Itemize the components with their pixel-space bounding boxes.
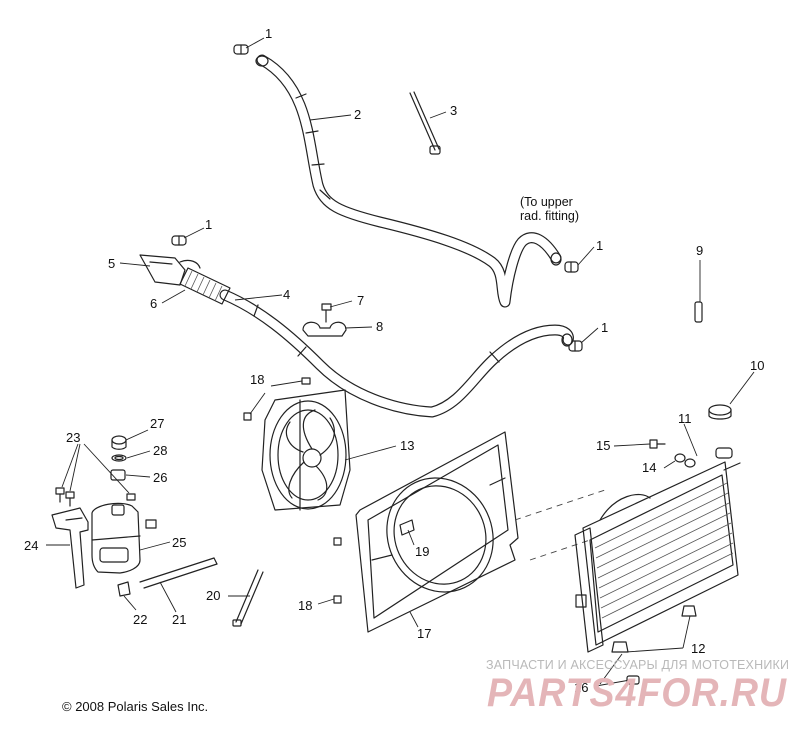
callout-9: 9	[696, 243, 703, 258]
bracket-24	[51, 507, 89, 589]
corrugated-hose-6	[179, 267, 231, 305]
callout-21: 21	[172, 612, 186, 627]
hose-clamp-right-upper	[564, 261, 579, 273]
callout-1-right-upper: 1	[596, 238, 603, 253]
hose-clamp-top	[233, 44, 249, 55]
callout-6: 6	[150, 296, 157, 311]
callout-27: 27	[150, 416, 164, 431]
callout-5: 5	[108, 256, 115, 271]
callout-23: 23	[66, 430, 80, 445]
fan-shroud-17	[355, 431, 519, 633]
fitting-note: (To upper rad. fitting)	[520, 195, 579, 223]
callout-28: 28	[153, 443, 167, 458]
overflow-hose-21	[139, 557, 218, 589]
callout-22: 22	[133, 612, 147, 627]
fasteners-18	[243, 377, 342, 604]
bushings-14	[674, 453, 696, 468]
upper-hose	[255, 54, 562, 308]
copyright-text: © 2008 Polaris Sales Inc.	[62, 699, 208, 714]
callout-4: 4	[283, 287, 290, 302]
callout-2: 2	[354, 107, 361, 122]
fitting-22	[117, 581, 131, 597]
drain-fitting-16	[626, 675, 640, 685]
callout-20: 20	[206, 588, 220, 603]
pin-9	[694, 301, 703, 323]
callout-14: 14	[642, 460, 656, 475]
rod-3	[409, 91, 441, 155]
note-line-1: (To upper	[520, 195, 573, 209]
callout-18-top: 18	[250, 372, 264, 387]
cap-27	[111, 435, 127, 450]
callout-3: 3	[450, 103, 457, 118]
callout-17: 17	[417, 626, 431, 641]
bolt-7	[321, 303, 332, 323]
reservoir-25	[91, 502, 157, 574]
callout-15: 15	[596, 438, 610, 453]
callout-13: 13	[400, 438, 414, 453]
leader-lines	[46, 37, 755, 687]
watermark-caption: ЗАПЧАСТИ И АКСЕССУАРЫ ДЛЯ МОТОТЕХНИКИ	[486, 658, 789, 672]
tube-20	[232, 569, 264, 627]
callout-labels: 1 2 3 1 5 6 4 7 8 1 1 9 10 11 15 14 13 1…	[24, 26, 764, 695]
callout-19: 19	[415, 544, 429, 559]
bolt-15	[649, 439, 666, 449]
clip-8	[302, 321, 347, 337]
callout-1-top: 1	[265, 26, 272, 41]
callout-10: 10	[750, 358, 764, 373]
lower-hose	[219, 289, 574, 418]
radiator-11	[574, 447, 741, 653]
note-line-2: rad. fitting)	[520, 209, 579, 223]
thermostat-housing-5	[139, 254, 201, 286]
callout-1-right-lower: 1	[601, 320, 608, 335]
callout-1-left: 1	[205, 217, 212, 232]
callout-11: 11	[678, 411, 692, 426]
screws-23	[55, 487, 136, 507]
radiator-cap-10	[708, 404, 732, 420]
callout-16: 16	[574, 680, 588, 695]
callout-12: 12	[691, 641, 705, 656]
radiator-fins	[594, 482, 734, 619]
neck-26	[110, 469, 126, 481]
callout-18-bottom: 18	[298, 598, 312, 613]
watermark: ЗАПЧАСТИ И АКСЕССУАРЫ ДЛЯ МОТОТЕХНИКИ PA…	[486, 658, 789, 715]
hose-clamp-left	[171, 235, 187, 246]
callout-25: 25	[172, 535, 186, 550]
gasket-28	[111, 454, 127, 462]
watermark-logo: PARTS4FOR.RU	[487, 671, 787, 715]
callout-8: 8	[376, 319, 383, 334]
fan-assembly-13	[261, 389, 351, 511]
callout-26: 26	[153, 470, 167, 485]
callout-7: 7	[357, 293, 364, 308]
callout-24: 24	[24, 538, 38, 553]
